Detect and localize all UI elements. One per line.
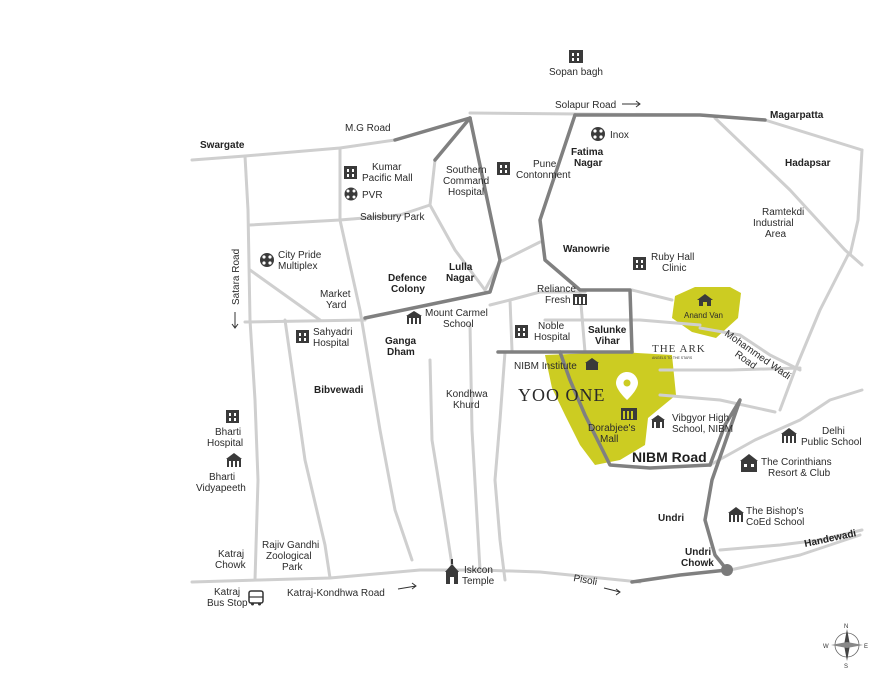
major-roads — [363, 113, 767, 584]
satara-road-label: Satara Road — [231, 249, 242, 305]
pisoli-arrow-icon — [603, 587, 621, 596]
solapur-arrow-icon — [622, 100, 641, 108]
pvr-film-reel-icon — [344, 187, 358, 201]
bibvewadi-label: Bibvewadi — [314, 385, 364, 396]
dorabjees-mall-shop-icon — [621, 408, 637, 420]
sopan-bagh-label: Sopan bagh — [549, 67, 603, 78]
katraj-kondhwa-road-label: Katraj-Kondhwa Road — [287, 588, 385, 599]
reliance-fresh-shop-icon — [573, 294, 587, 305]
undri-label: Undri — [658, 513, 684, 524]
kumar-pacific-building-icon — [344, 166, 357, 179]
the-ark-tagline: ANGELS TO THE STARS — [652, 356, 693, 360]
undri-chowk-marker — [721, 564, 733, 576]
the-ark-label: THE ARK — [652, 343, 706, 355]
katraj-kondhwa-arrow-icon — [397, 582, 417, 590]
project-name-label: YOO ONE — [518, 385, 606, 405]
compass-n-label: N — [844, 624, 848, 630]
pvr-label: PVR — [362, 190, 383, 201]
pune-cantonment-building-icon — [497, 162, 510, 175]
city-pride-film-reel-icon — [260, 253, 274, 267]
compass-rose-icon: N S E W — [823, 624, 868, 670]
nibm-institute-label: NIBM Institute — [514, 361, 577, 372]
salisbury-park-label: Salisbury Park — [360, 212, 425, 223]
hadapsar-label: Hadapsar — [785, 158, 831, 169]
inox-label: Inox — [610, 130, 629, 141]
bharti-vidyapeeth-school-icon — [226, 453, 242, 467]
yoo-one-highlight-zone — [545, 352, 676, 465]
minor-roads — [190, 111, 864, 584]
bus-icon — [248, 590, 264, 606]
handewadi-label: Handewadi — [803, 528, 857, 550]
mg-road-label: M.G Road — [345, 123, 391, 134]
satara-arrow-icon — [231, 312, 239, 329]
mount-carmel-school-icon — [406, 311, 422, 324]
solapur-road-label: Solapur Road — [555, 100, 616, 111]
nibm-road-label: NIBM Road — [632, 449, 707, 465]
bishops-school-icon — [728, 507, 744, 522]
sopan-bagh-building-icon — [569, 50, 583, 63]
nibm-institute-school-icon — [585, 358, 599, 370]
ruby-hall-building-icon — [633, 257, 646, 270]
iskcon-temple-icon — [445, 559, 459, 584]
inox-film-reel-icon — [591, 127, 605, 141]
bharti-hospital-building-icon — [226, 410, 239, 423]
delhi-public-school-icon — [781, 428, 797, 443]
anand-van-label: Anand Van — [684, 311, 723, 320]
compass-e-label: E — [864, 644, 868, 650]
vibgyor-school-icon — [651, 415, 665, 428]
compass-w-label: W — [823, 644, 829, 650]
noble-hospital-building-icon — [515, 325, 528, 338]
wanowrie-label: Wanowrie — [563, 244, 610, 255]
magarpatta-label: Magarpatta — [770, 110, 824, 121]
compass-s-label: S — [844, 664, 848, 670]
yoo-one-location-pin-icon — [616, 372, 638, 400]
sahyadri-building-icon — [296, 330, 309, 343]
corinthians-resort-icon — [740, 454, 758, 472]
swargate-label: Swargate — [200, 140, 245, 151]
pisoli-label: Pisoli — [572, 573, 597, 588]
anand-van-park-icon — [697, 294, 713, 306]
